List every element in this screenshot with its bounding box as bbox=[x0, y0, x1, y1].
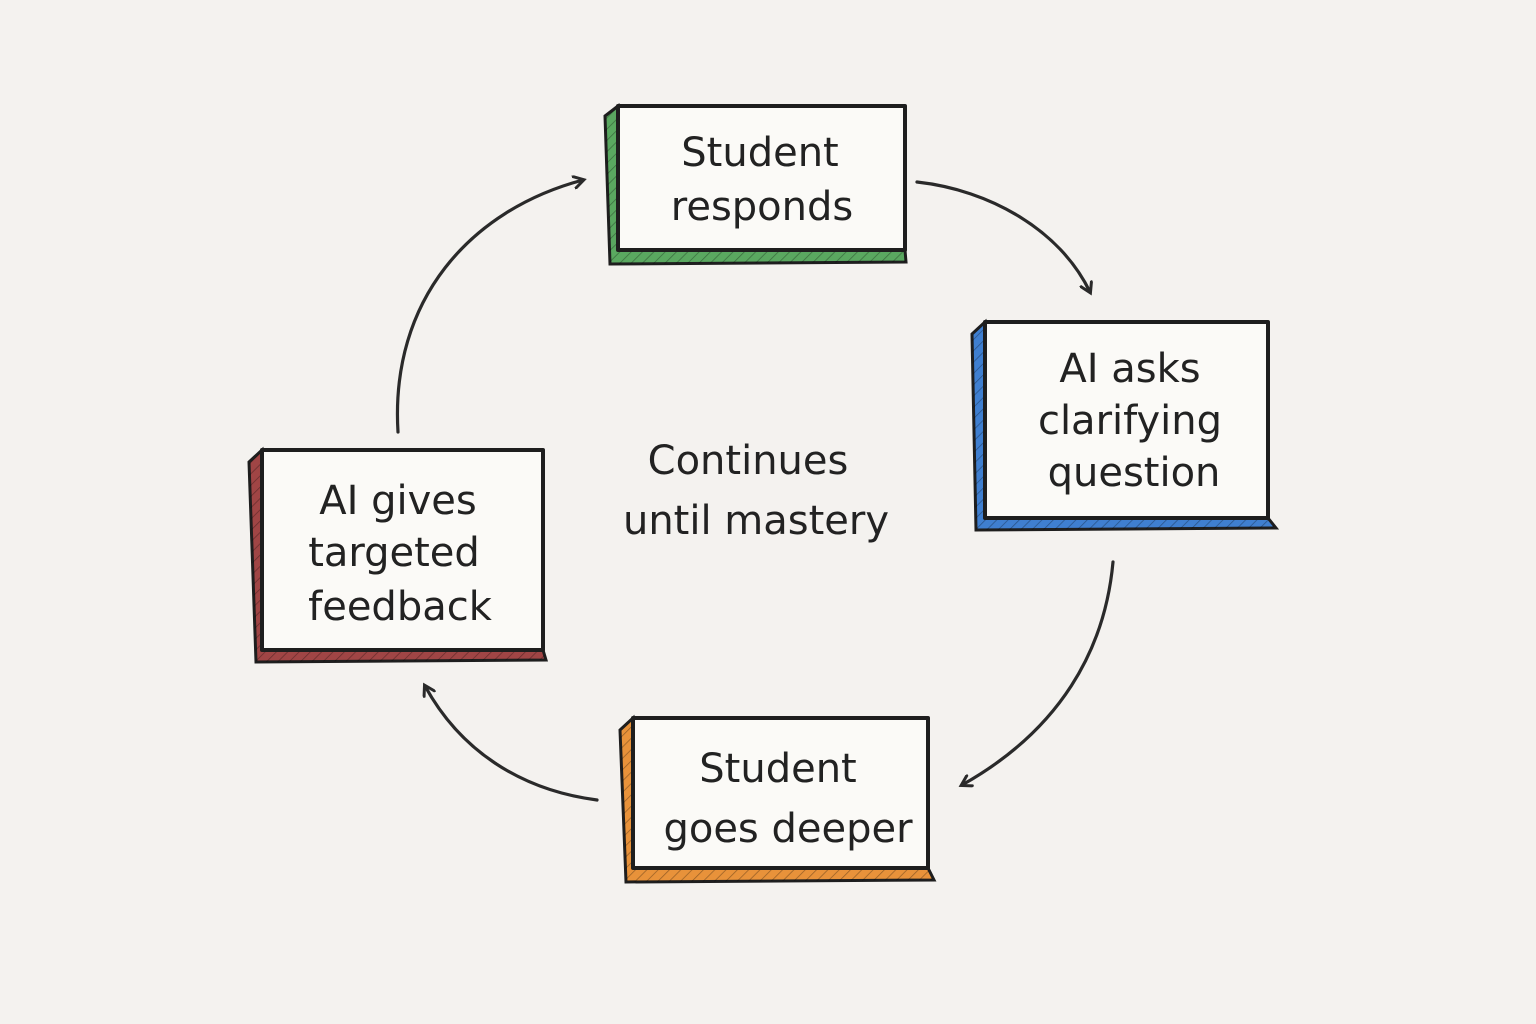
step-ai-feedback: AI gives targeted feedback bbox=[247, 446, 549, 664]
arrow-asks-to-deeper bbox=[962, 560, 1115, 785]
box-face bbox=[260, 448, 545, 652]
step-label-line: goes deeper bbox=[663, 806, 913, 852]
step-student-deeper: Student goes deeper bbox=[618, 714, 937, 884]
box-face bbox=[983, 320, 1270, 520]
box-face bbox=[631, 716, 930, 870]
center-label-line: Continues bbox=[648, 438, 849, 484]
box-face bbox=[616, 104, 907, 252]
step-label-line: Student bbox=[699, 746, 856, 792]
step-label-line: responds bbox=[671, 184, 853, 230]
step-label-line: Student bbox=[681, 130, 838, 176]
step-ai-asks: AI asks clarifying question bbox=[970, 318, 1280, 532]
arrow-feedback-to-responds bbox=[395, 180, 583, 434]
step-label-line: targeted bbox=[308, 530, 480, 576]
step-label-line: AI asks bbox=[1059, 346, 1200, 392]
center-label-line: until mastery bbox=[623, 498, 889, 544]
arrow-deeper-to-feedback bbox=[425, 686, 599, 802]
step-label-line: question bbox=[1048, 450, 1221, 496]
step-label-line: feedback bbox=[308, 584, 493, 630]
step-student-responds: Student responds bbox=[603, 102, 908, 266]
arrow-responds-to-asks bbox=[915, 180, 1090, 292]
step-label-line: AI gives bbox=[319, 478, 477, 524]
step-label-line: clarifying bbox=[1038, 398, 1222, 444]
